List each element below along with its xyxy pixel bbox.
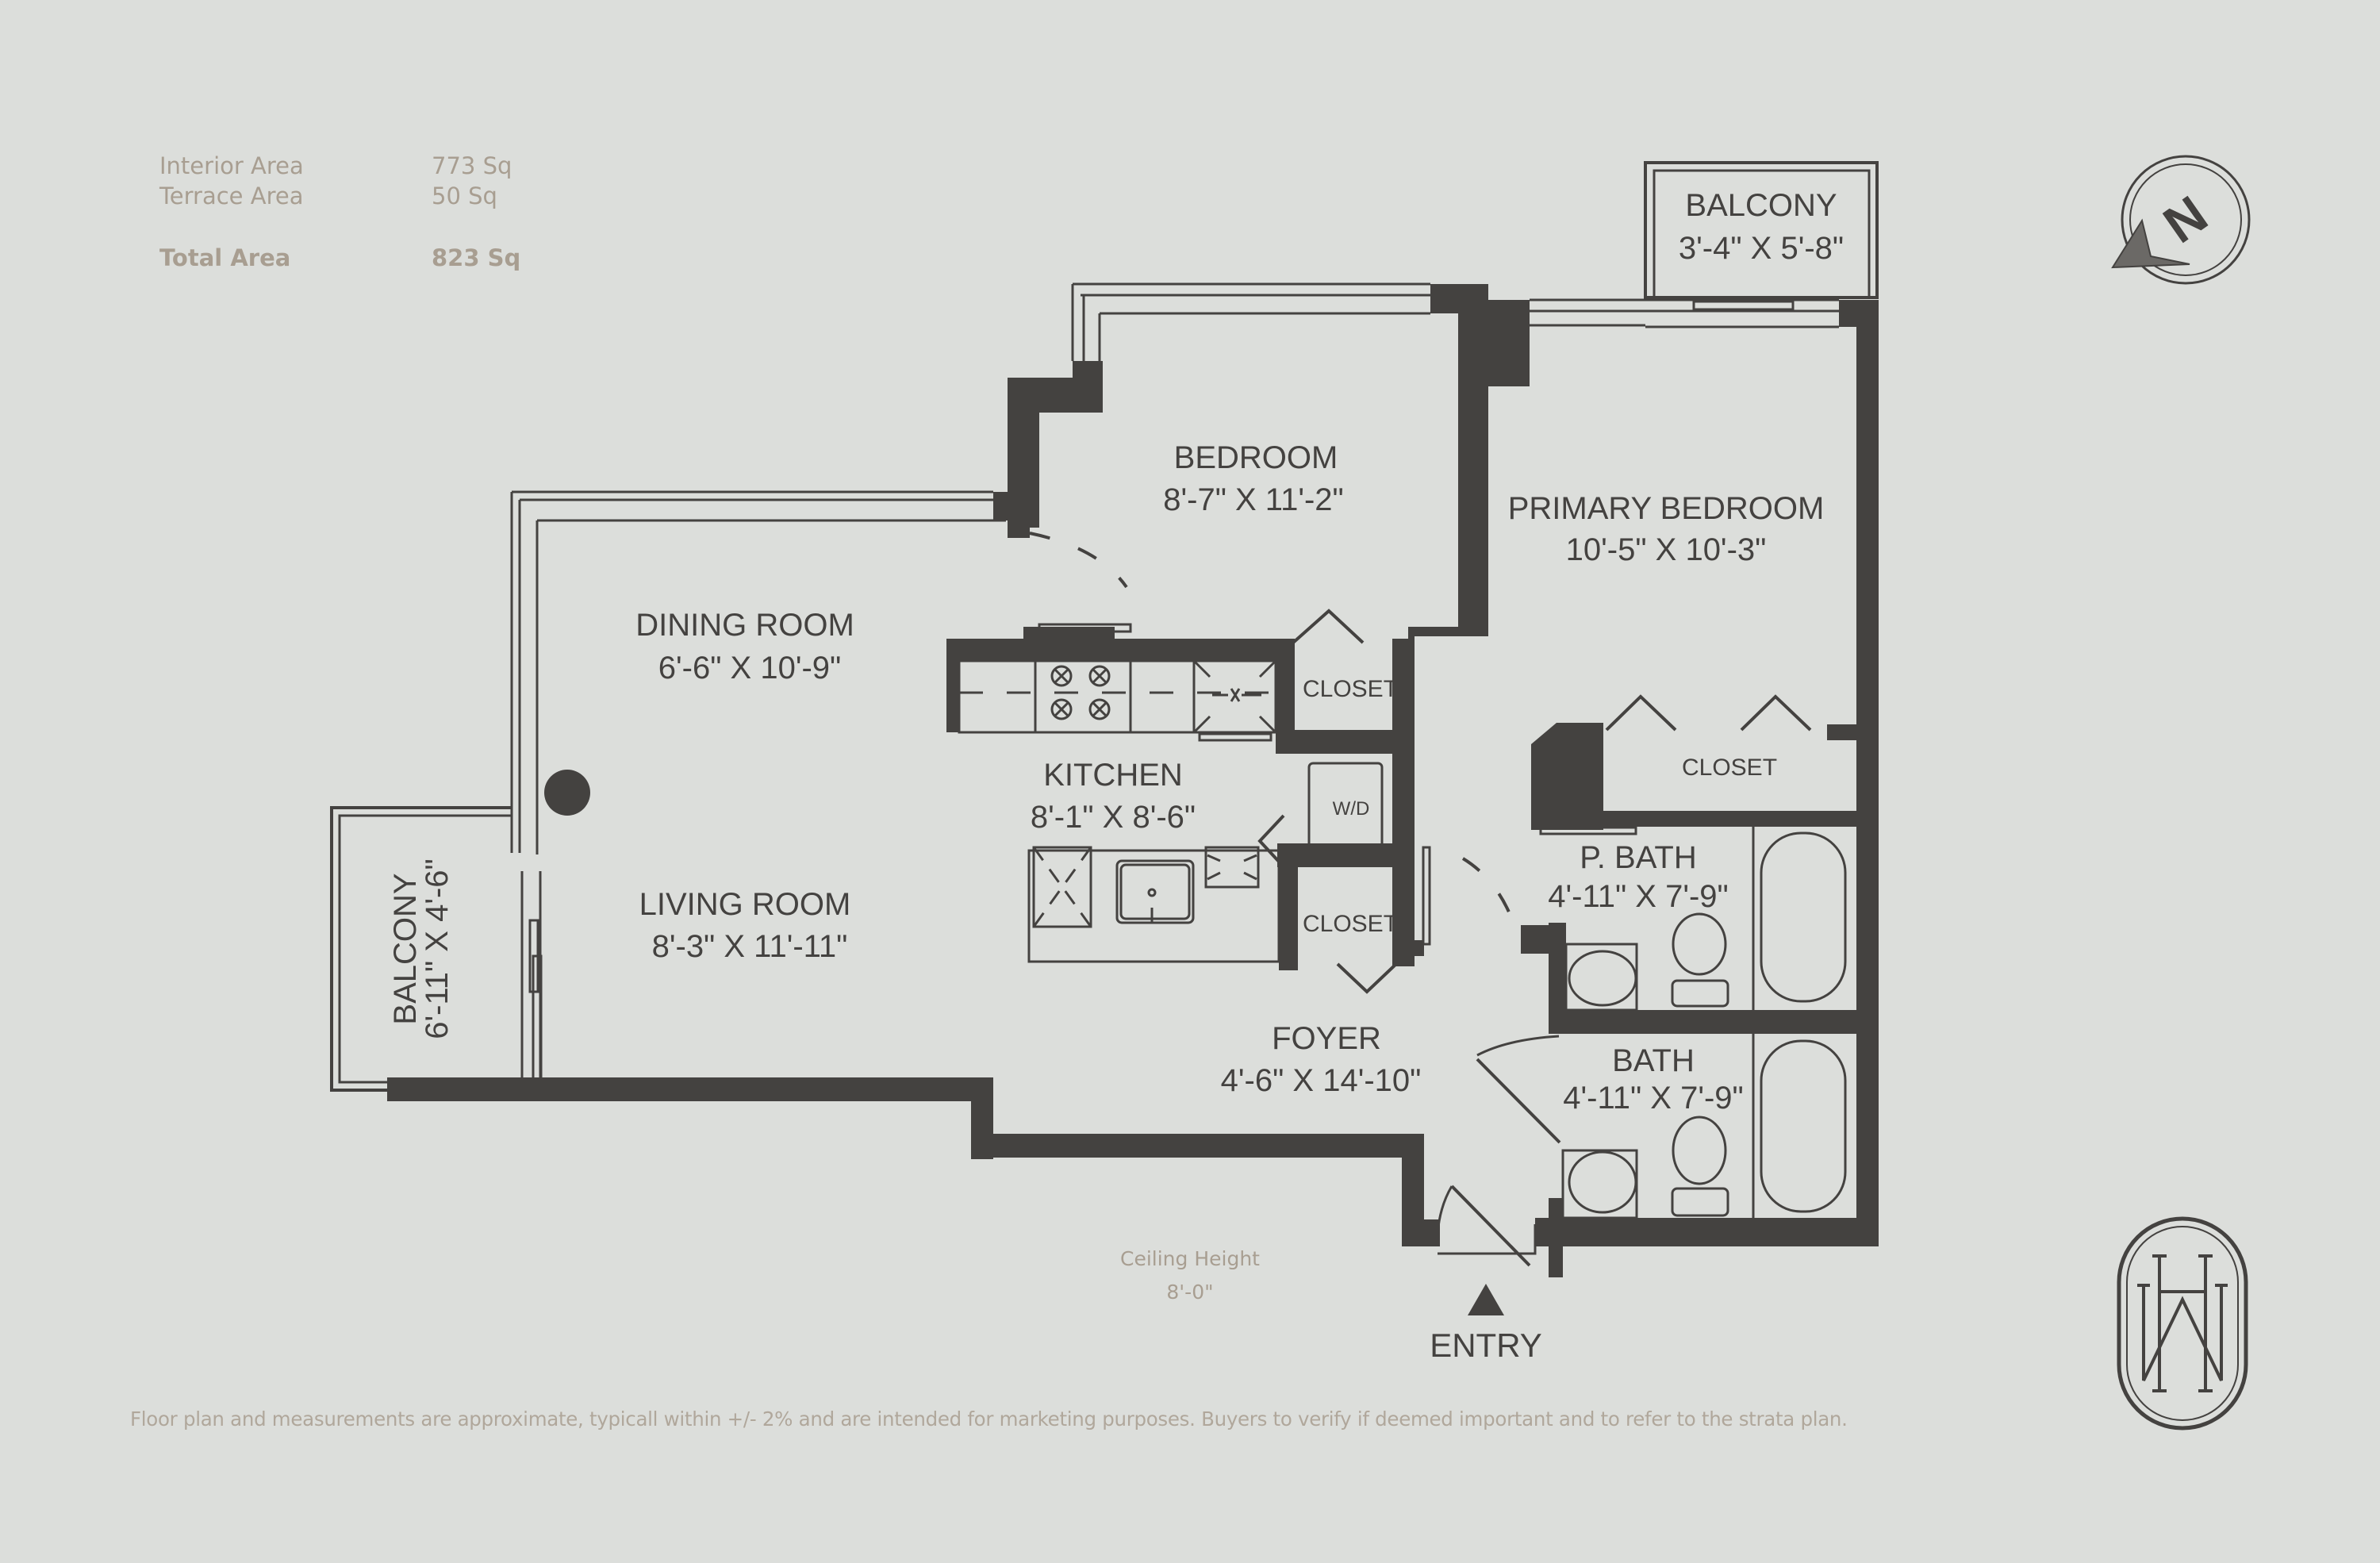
bath-fixtures bbox=[1561, 827, 1847, 1219]
sink-icon bbox=[1568, 950, 1637, 1007]
primary-bedroom-name: PRIMARY BEDROOM bbox=[1508, 491, 1825, 526]
entry-label: ENTRY bbox=[1430, 1327, 1542, 1364]
dishwasher-icon bbox=[1192, 659, 1277, 742]
walls bbox=[387, 284, 1879, 1277]
entry-marker: ENTRY bbox=[1430, 1284, 1542, 1364]
range-icon bbox=[1032, 846, 1092, 928]
appliance-icon bbox=[1204, 846, 1260, 889]
living-room-name: LIVING ROOM bbox=[639, 887, 851, 922]
dining-room-dims: 6'-6" X 10'-9" bbox=[658, 651, 841, 685]
p-bath-name: P. BATH bbox=[1580, 840, 1696, 875]
interior-area-value: 773 Sq bbox=[432, 152, 512, 179]
bathtub-icon bbox=[1760, 831, 1847, 1003]
washer-dryer-icon bbox=[1307, 762, 1384, 851]
balcony-top bbox=[1644, 161, 1879, 299]
total-area-label: Total Area bbox=[159, 244, 291, 271]
closet-foyer-label: CLOSET bbox=[1303, 911, 1398, 937]
balcony-top-name: BALCONY bbox=[1685, 188, 1837, 223]
bedroom-name: BEDROOM bbox=[1174, 440, 1338, 475]
p-bath-dims: 4'-11" X 7'-9" bbox=[1548, 879, 1728, 914]
toilet-icon bbox=[1672, 1116, 1727, 1185]
stove-icon bbox=[1050, 665, 1111, 720]
primary-bedroom-dims: 10'-5" X 10'-3" bbox=[1566, 532, 1767, 567]
total-area-value: 823 Sq bbox=[432, 244, 521, 271]
balcony-left bbox=[330, 806, 512, 1092]
brand-logo bbox=[2117, 1216, 2248, 1431]
ceiling-height-value: 8'-0" bbox=[1166, 1281, 1214, 1304]
bathtub-icon bbox=[1760, 1039, 1847, 1213]
kitchen-name: KITCHEN bbox=[1043, 758, 1183, 793]
foyer-name: FOYER bbox=[1272, 1021, 1381, 1056]
balcony-left-name: BALCONY bbox=[388, 873, 423, 1024]
ceiling-height-note: Ceiling Height 8'-0" bbox=[1087, 1242, 1293, 1309]
compass-icon: N bbox=[2111, 155, 2251, 285]
terrace-area-label: Terrace Area bbox=[159, 182, 304, 209]
balcony-top-dims: 3'-4" X 5'-8" bbox=[1679, 231, 1844, 266]
compass-north-letter: N bbox=[2153, 184, 2217, 254]
column bbox=[544, 770, 590, 816]
total-area-row: Total Area 823 Sq bbox=[159, 243, 520, 273]
interior-area-label: Interior Area bbox=[159, 152, 304, 179]
balcony-left-dims: 6'-11" X 4'-6" bbox=[420, 858, 455, 1039]
kitchen-dims: 8'-1" X 8'-6" bbox=[1031, 800, 1196, 835]
bedroom-dims: 8'-7" X 11'-2" bbox=[1163, 482, 1343, 517]
compass-arrow-icon bbox=[2111, 218, 2190, 269]
closet-kitchen-label: CLOSET bbox=[1303, 676, 1398, 702]
room-labels: BALCONY 3'-4" X 5'-8" BEDROOM 8'-7" X 11… bbox=[388, 188, 1844, 1116]
bath-name: BATH bbox=[1612, 1043, 1695, 1078]
sink-icon bbox=[1115, 859, 1195, 924]
area-summary: Interior Area 773 Sq Terrace Area 50 Sq … bbox=[159, 151, 520, 273]
toilet-icon bbox=[1672, 912, 1727, 976]
interior-area-row: Interior Area 773 Sq bbox=[159, 151, 520, 181]
ceiling-height-label: Ceiling Height bbox=[1120, 1247, 1260, 1270]
terrace-area-value: 50 Sq bbox=[432, 182, 497, 209]
dining-room-name: DINING ROOM bbox=[635, 608, 854, 643]
washer-dryer-label: W/D bbox=[1333, 798, 1370, 820]
doors bbox=[1029, 532, 1812, 1267]
closet-primary-label: CLOSET bbox=[1682, 755, 1777, 781]
sink-icon bbox=[1568, 1150, 1637, 1214]
kitchen-fixtures bbox=[958, 659, 1280, 963]
bath-dims: 4'-11" X 7'-9" bbox=[1563, 1081, 1743, 1116]
entry-arrow-icon bbox=[1468, 1284, 1504, 1315]
terrace-area-row: Terrace Area 50 Sq bbox=[159, 181, 520, 211]
living-room-dims: 8'-3" X 11'-11" bbox=[652, 929, 848, 964]
disclaimer-text: Floor plan and measurements are approxim… bbox=[130, 1407, 1848, 1431]
foyer-dims: 4'-6" X 14'-10" bbox=[1221, 1063, 1422, 1098]
